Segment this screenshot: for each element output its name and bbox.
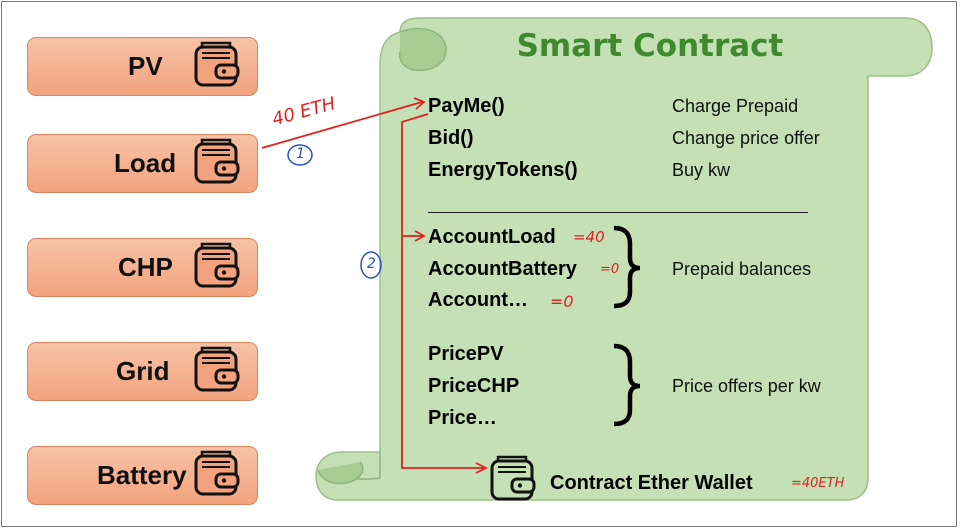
prices-description: Price offers per kw	[672, 376, 821, 396]
step-1-circle	[287, 144, 313, 166]
account-load-value: =40	[573, 228, 605, 246]
function-energytokens-desc: Buy kw	[672, 160, 731, 180]
wallet-icon	[194, 242, 240, 288]
account-battery: AccountBattery	[428, 258, 577, 280]
contract-wallet-icon	[490, 455, 536, 501]
account-load: AccountLoad	[428, 226, 556, 248]
accounts-brace	[613, 225, 641, 309]
actor-grid[interactable]: Grid	[27, 342, 258, 401]
actor-chp[interactable]: CHP	[27, 238, 258, 297]
wallet-icon	[194, 41, 240, 87]
account-other-value: =0	[550, 292, 574, 311]
account-other: Account…	[428, 289, 528, 311]
actor-battery[interactable]: Battery	[27, 446, 258, 505]
function-bid-desc: Change price offer	[672, 128, 820, 148]
price-chp: PriceCHP	[428, 375, 520, 397]
wallet-icon	[194, 138, 240, 184]
contract-wallet-label: Contract Ether Wallet	[550, 472, 753, 494]
contract-wallet-value: =40ETH	[791, 476, 845, 491]
payment-arrowhead	[413, 97, 426, 110]
wallet-arrowhead	[475, 462, 489, 474]
transfer-connector	[401, 113, 484, 469]
actor-load[interactable]: Load	[27, 134, 258, 193]
account-battery-value: =0	[600, 262, 620, 277]
price-pv: PricePV	[428, 343, 504, 365]
payment-arrow	[261, 101, 423, 149]
actor-battery-label: Battery	[97, 460, 187, 490]
section-divider	[428, 212, 808, 213]
price-other: Price…	[428, 407, 497, 429]
actor-pv[interactable]: PV	[27, 37, 258, 96]
function-bid: Bid()	[428, 127, 474, 149]
wallet-icon	[194, 346, 240, 392]
step-2-circle	[360, 251, 382, 279]
contract-title: Smart Contract	[516, 28, 784, 64]
actor-chp-label: CHP	[118, 252, 173, 282]
account-arrowhead	[414, 230, 426, 242]
function-payme: PayMe()	[428, 95, 505, 117]
accounts-description: Prepaid balances	[672, 259, 812, 279]
actor-grid-label: Grid	[116, 356, 170, 386]
step-1-label: 1	[296, 146, 305, 162]
actor-load-label: Load	[114, 148, 177, 178]
function-energytokens: EnergyTokens()	[428, 159, 578, 181]
function-payme-desc: Charge Prepaid	[672, 96, 799, 116]
wallet-icon	[194, 450, 240, 496]
step-2-label: 2	[367, 256, 376, 272]
actor-pv-label: PV	[128, 51, 163, 81]
prices-brace	[613, 343, 641, 427]
